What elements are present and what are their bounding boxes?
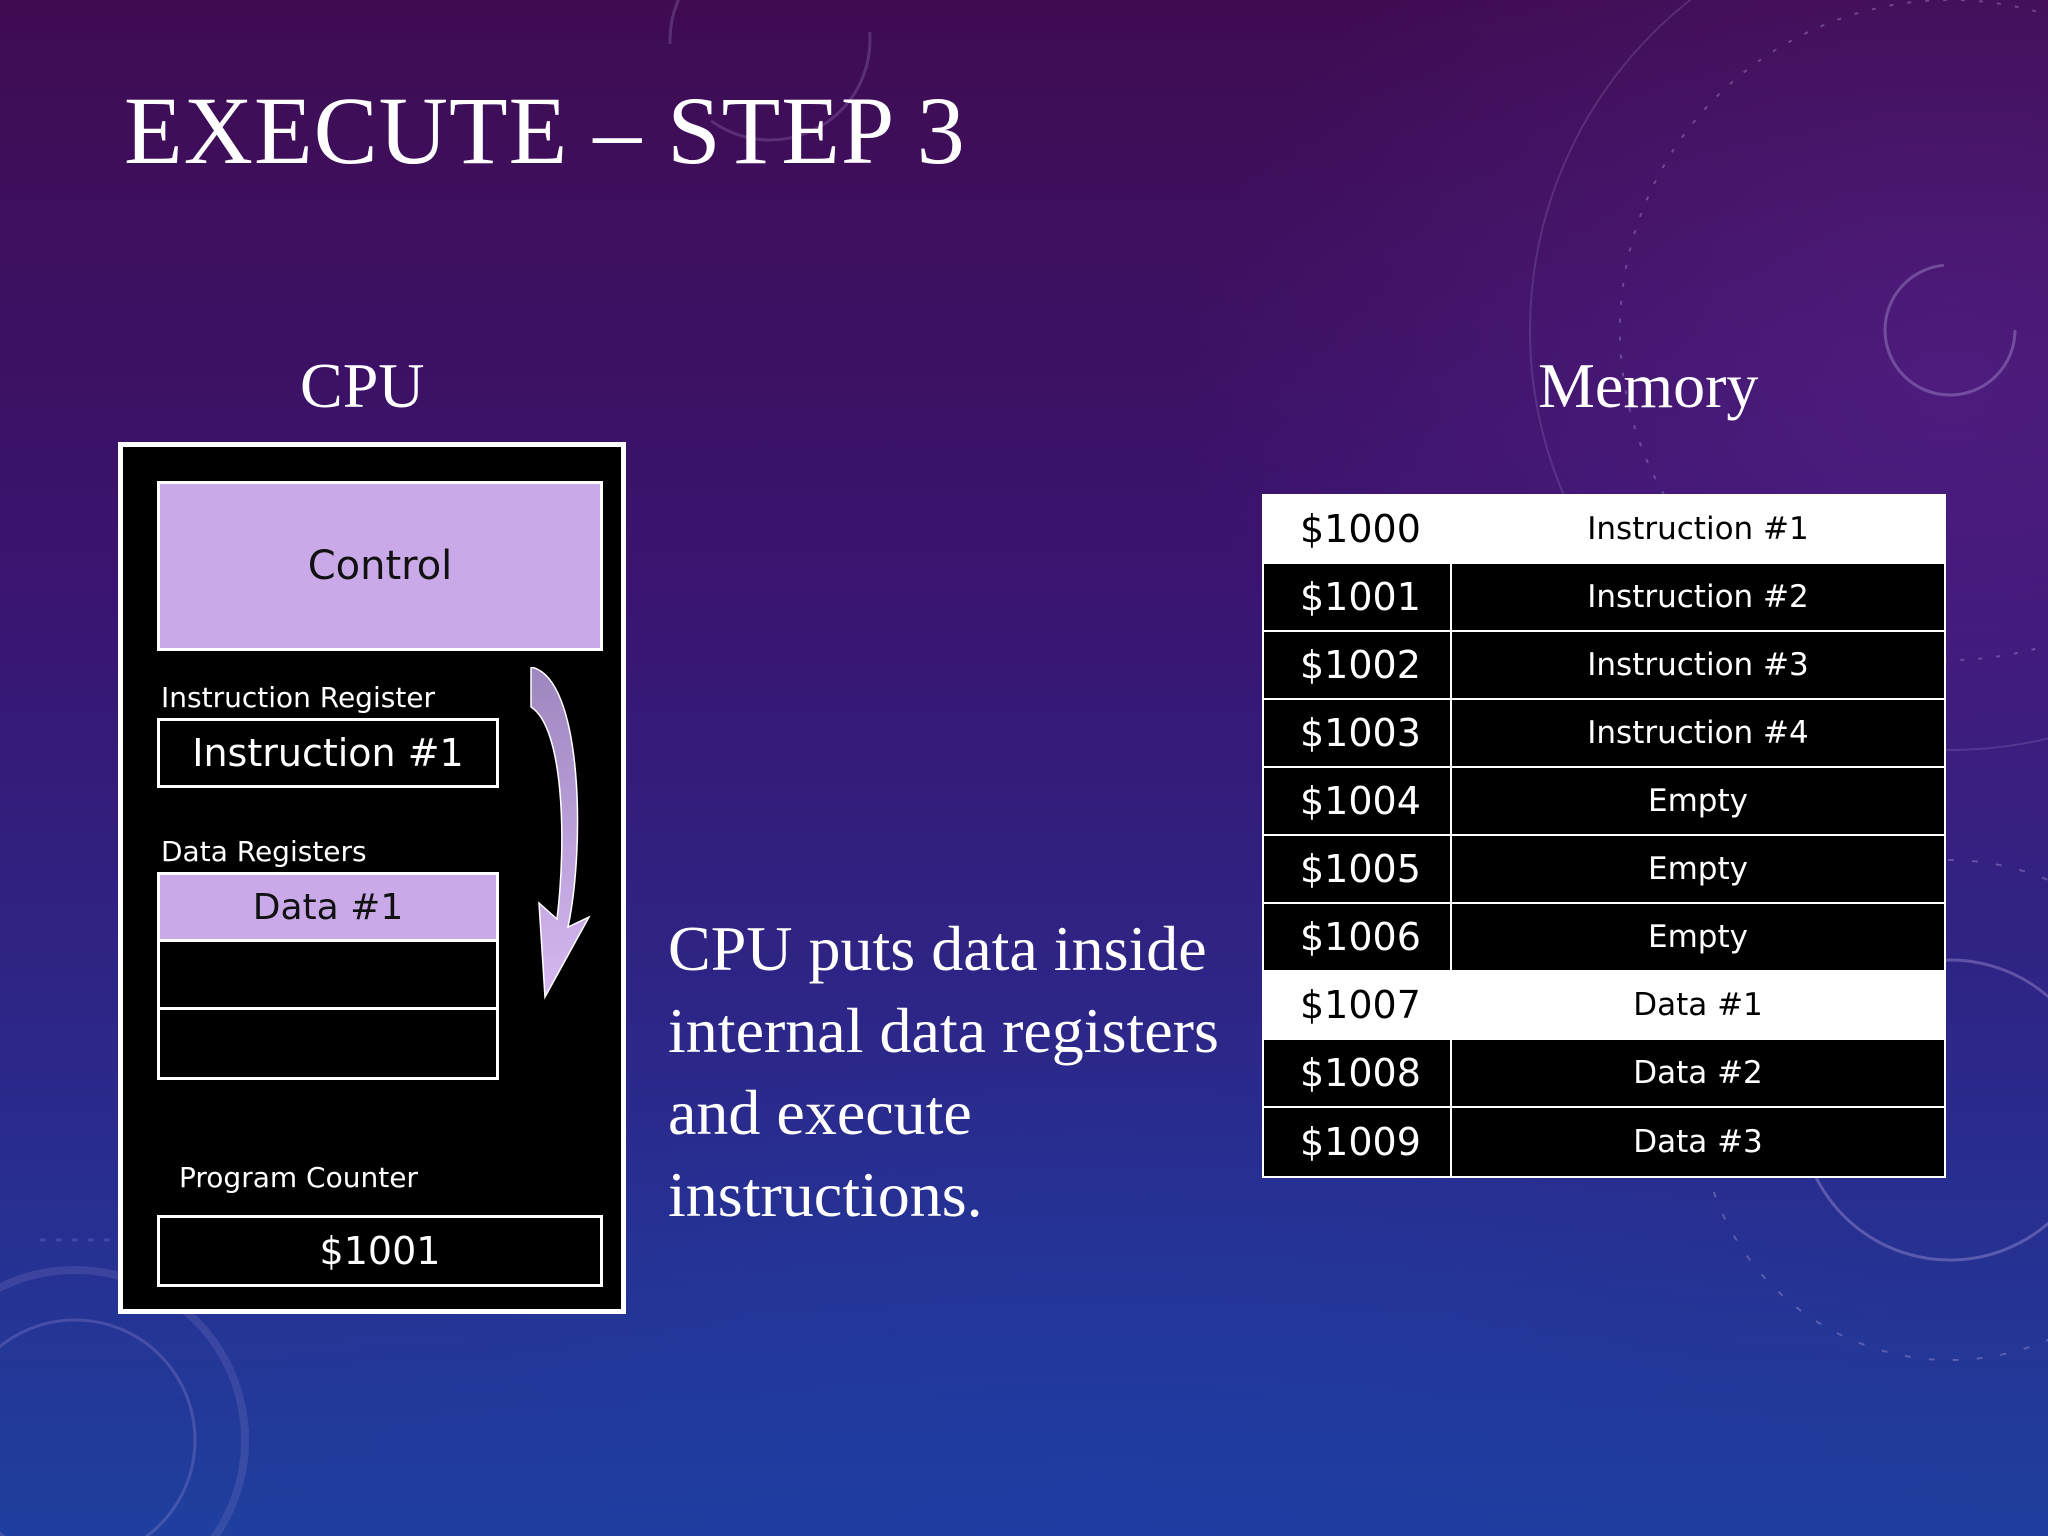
program-counter: $1001 (157, 1215, 603, 1287)
memory-value: Empty (1648, 783, 1748, 819)
memory-row: $1005 Empty (1264, 836, 1944, 904)
memory-row: $1008 Data #2 (1264, 1040, 1944, 1108)
memory-value: Empty (1648, 851, 1748, 887)
memory-value: Empty (1648, 919, 1748, 955)
memory-heading: Memory (1538, 350, 1759, 421)
memory-address: $1005 (1264, 836, 1452, 902)
memory-address: $1007 (1264, 972, 1452, 1038)
control-unit: Control (157, 481, 603, 651)
cpu-box: Control Instruction Register Instruction… (118, 442, 626, 1314)
data-register-slot: Data #1 (160, 875, 496, 942)
memory-value: Instruction #2 (1587, 579, 1809, 615)
curved-down-arrow-icon (530, 667, 591, 1000)
instruction-register-label: Instruction Register (161, 681, 436, 714)
memory-value: Data #2 (1633, 1055, 1763, 1091)
slide-title: EXECUTE – STEP 3 (124, 77, 966, 184)
memory-value: Instruction #4 (1587, 715, 1809, 751)
memory-row: $1009 Data #3 (1264, 1108, 1944, 1176)
memory-table: $1000 Instruction #1 $1001 Instruction #… (1262, 494, 1946, 1178)
memory-row: $1002 Instruction #3 (1264, 632, 1944, 700)
memory-address: $1009 (1264, 1108, 1452, 1176)
memory-row: $1003 Instruction #4 (1264, 700, 1944, 768)
memory-value: Data #1 (1633, 987, 1763, 1023)
memory-address: $1002 (1264, 632, 1452, 698)
memory-row: $1006 Empty (1264, 904, 1944, 972)
data-register-slot (160, 943, 496, 1010)
memory-address: $1006 (1264, 904, 1452, 970)
cpu-heading: CPU (300, 350, 425, 421)
memory-value: Instruction #1 (1587, 511, 1809, 547)
memory-address: $1003 (1264, 700, 1452, 766)
data-registers: Data #1 (157, 872, 499, 1080)
memory-row: $1001 Instruction #2 (1264, 564, 1944, 632)
memory-row: $1004 Empty (1264, 768, 1944, 836)
memory-value: Instruction #3 (1587, 647, 1809, 683)
instruction-register: Instruction #1 (157, 718, 499, 788)
memory-value: Data #3 (1633, 1124, 1763, 1160)
data-register-slot (160, 1011, 496, 1078)
memory-address: $1008 (1264, 1040, 1452, 1106)
program-counter-label: Program Counter (179, 1161, 418, 1194)
memory-address: $1000 (1264, 496, 1452, 562)
slide-description: CPU puts data inside internal data regis… (668, 913, 1219, 1230)
data-registers-label: Data Registers (161, 835, 367, 868)
memory-row: $1007 Data #1 (1264, 972, 1944, 1040)
memory-address: $1004 (1264, 768, 1452, 834)
memory-address: $1001 (1264, 564, 1452, 630)
memory-row: $1000 Instruction #1 (1264, 496, 1944, 564)
